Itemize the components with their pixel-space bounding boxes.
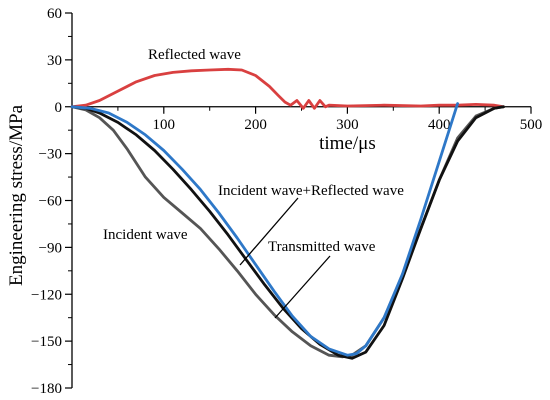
leader-line-incident-plus-reflected [239,197,299,266]
annotation-incident-wave: Incident wave [103,227,188,243]
y-tick-label: 30 [47,53,62,69]
x-axis-title: time/μs [319,133,376,154]
annotation-layer: Reflected wave Incident wave Incident wa… [103,47,404,319]
y-tick-label: 0 [55,100,63,116]
x-ticks: 100 200 300 400 500 [117,106,543,133]
leader-line-transmitted [274,255,331,319]
y-tick-label: −90 [39,240,62,256]
x-tick-label: 100 [153,117,176,133]
series-line-reflected-wave [70,67,505,110]
annotation-reflected-wave: Reflected wave [148,47,241,63]
annotation-transmitted-wave: Transmitted wave [268,239,376,255]
y-tick-label: −60 [39,194,62,210]
y-axis-title: Engineering stress/MPa [6,104,27,286]
series-layer [70,67,505,360]
series-line-transmitted-wave [70,102,460,357]
x-tick-label: 300 [336,117,359,133]
annotation-incident-plus-reflected-wave: Incident wave+Reflected wave [218,183,404,199]
y-tick-label: −180 [31,381,62,397]
y-tick-label: −120 [31,287,62,303]
y-tick-label: 60 [47,6,62,22]
x-tick-label: 200 [244,117,267,133]
y-tick-label: −150 [31,334,62,350]
x-tick-label: 500 [520,117,543,133]
y-ticks: 60 30 0 −30 −60 −90 −120 −150 −180 [31,6,72,397]
x-tick-label: 400 [428,117,451,133]
y-tick-label: −30 [39,147,62,163]
series-line-incident-wave-reflected-wave [70,105,505,360]
